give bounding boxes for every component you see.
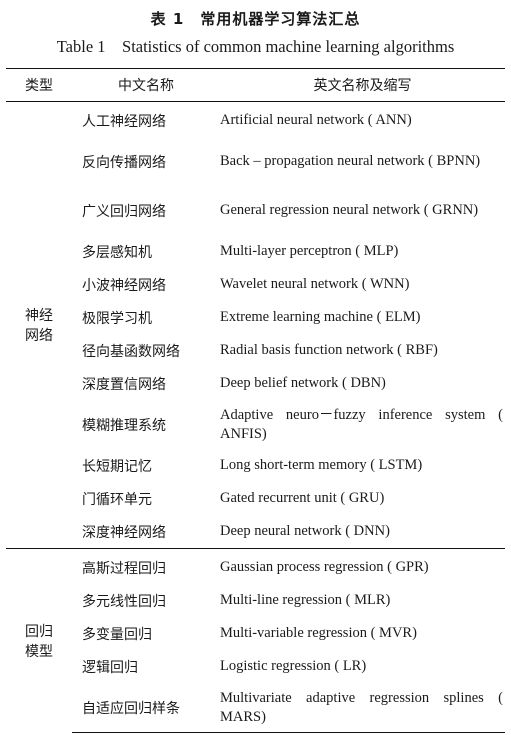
table-row: 多变量回归 Multi-variable regression ( MVR) bbox=[6, 617, 505, 650]
table-row: 自适应回归样条 Multivariate adaptive regression… bbox=[6, 683, 505, 733]
table-title-english: Table 1 Statistics of common machine lea… bbox=[56, 37, 455, 56]
header-chinese-name: 中文名称 bbox=[72, 68, 220, 102]
cell-english-name: Multi-line regression ( MLR) bbox=[220, 592, 391, 608]
cell-chinese-name: 反向传播网络 bbox=[82, 154, 166, 171]
cell-english-name: General regression neural network ( GRNN… bbox=[220, 202, 479, 218]
cell-chinese-name: 人工神经网络 bbox=[82, 113, 166, 130]
table-row: 反向传播网络 Back – propagation neural network… bbox=[6, 137, 505, 186]
cell-chinese-name: 逻辑回归 bbox=[82, 659, 138, 676]
cell-chinese-name: 广义回归网络 bbox=[82, 203, 166, 220]
group-neural-networks: 神经网络 人工神经网络 Artificial neural network ( … bbox=[6, 102, 505, 549]
table-row: 模糊推理系统 Adaptive neuro－fuzzy inference sy… bbox=[6, 400, 505, 449]
cell-chinese-name: 径向基函数网络 bbox=[82, 343, 180, 360]
table-row: 多元线性回归 Multi-line regression ( MLR) bbox=[6, 584, 505, 617]
cell-english-name: Radial basis function network ( RBF) bbox=[220, 342, 438, 358]
cell-chinese-name: 模糊推理系统 bbox=[82, 417, 166, 434]
group-regression-models: 回归模型 高斯过程回归 Gaussian process regression … bbox=[6, 548, 505, 733]
table-row: 神经网络 人工神经网络 Artificial neural network ( … bbox=[6, 102, 505, 344]
cell-english-name: Deep belief network ( DBN) bbox=[220, 375, 386, 391]
header-english-name: 英文名称及缩写 bbox=[220, 68, 505, 102]
table-header: 类型 中文名称 英文名称及缩写 bbox=[6, 68, 505, 102]
table-row: 回归模型 高斯过程回归 Gaussian process regression … bbox=[6, 548, 505, 733]
cell-english-name: Multi-layer perceptron ( MLP) bbox=[220, 243, 399, 259]
cell-chinese-name: 高斯过程回归 bbox=[72, 548, 220, 584]
cell-english-name: Multivariate adaptive regression splines… bbox=[220, 683, 505, 733]
cell-chinese-name: 门循环单元 bbox=[82, 491, 152, 508]
table-row: 小波神经网络 Wavelet neural network ( WNN) bbox=[6, 268, 505, 301]
group-type-label: 回归模型 bbox=[6, 548, 72, 733]
cell-chinese-name: 小波神经网络 bbox=[82, 277, 166, 294]
cell-chinese-name: 自适应回归样条 bbox=[72, 683, 220, 733]
algorithms-table: 类型 中文名称 英文名称及缩写 神经网络 人工神经网络 Artificial n… bbox=[6, 68, 505, 733]
table-row: 极限学习机 Extreme learning machine ( ELM) bbox=[6, 301, 505, 334]
group-type-label: 神经网络 bbox=[25, 308, 53, 344]
cell-english-name: Long short-term memory ( LSTM) bbox=[220, 457, 423, 473]
header-type: 类型 bbox=[6, 68, 72, 102]
table-row: 多层感知机 Multi-layer perceptron ( MLP) bbox=[6, 235, 505, 268]
cell-english-name: Logistic regression ( LR) bbox=[220, 658, 367, 674]
cell-english-name: Deep neural network ( DNN) bbox=[220, 523, 390, 539]
cell-english-name: Artificial neural network ( ANN) bbox=[220, 112, 412, 128]
cell-english-name: Extreme learning machine ( ELM) bbox=[220, 309, 421, 325]
table-row: 长短期记忆 Long short-term memory ( LSTM) bbox=[6, 449, 505, 482]
cell-english-name: Back – propagation neural network ( BPNN… bbox=[220, 153, 481, 169]
cell-chinese-name: 多元线性回归 bbox=[82, 593, 166, 610]
cell-english-name: Gaussian process regression ( GPR) bbox=[220, 548, 505, 584]
cell-chinese-name: 多变量回归 bbox=[82, 626, 152, 643]
table-row: 广义回归网络 General regression neural network… bbox=[6, 186, 505, 235]
cell-chinese-name: 深度神经网络 bbox=[82, 524, 166, 541]
table-row: 门循环单元 Gated recurrent unit ( GRU) bbox=[6, 482, 505, 515]
table-row: 径向基函数网络 Radial basis function network ( … bbox=[6, 334, 505, 367]
cell-english-name: Adaptive neuro－fuzzy inference system ( … bbox=[220, 406, 503, 442]
cell-chinese-name: 长短期记忆 bbox=[82, 458, 152, 475]
cell-english-name: Wavelet neural network ( WNN) bbox=[220, 276, 410, 292]
cell-english-name: Multi-variable regression ( MVR) bbox=[220, 625, 417, 641]
table-title-chinese: 表 1 常用机器学习算法汇总 bbox=[150, 10, 361, 28]
table-row: 深度置信网络 Deep belief network ( DBN) bbox=[6, 367, 505, 400]
cell-chinese-name: 多层感知机 bbox=[82, 244, 152, 261]
cell-chinese-name: 极限学习机 bbox=[82, 310, 152, 327]
cell-chinese-name: 深度置信网络 bbox=[82, 376, 166, 393]
cell-english-name: Gated recurrent unit ( GRU) bbox=[220, 490, 385, 506]
table-row: 逻辑回归 Logistic regression ( LR) bbox=[6, 650, 505, 683]
table-row: 深度神经网络 Deep neural network ( DNN) bbox=[6, 515, 505, 549]
